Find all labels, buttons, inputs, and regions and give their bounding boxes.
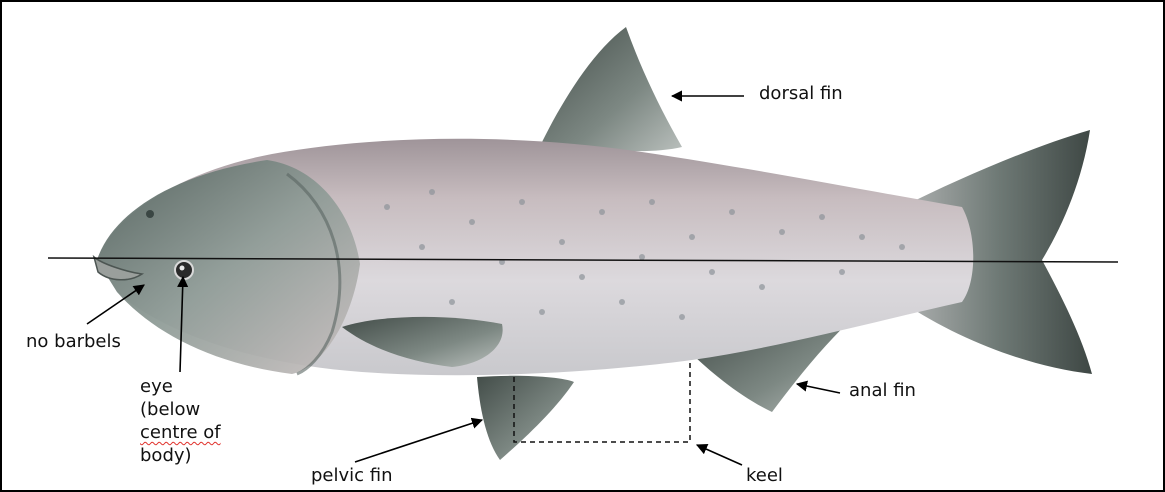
label-anal-fin: anal fin — [849, 379, 916, 402]
dorsal-fin — [542, 27, 682, 151]
keel-arrow — [697, 445, 742, 465]
label-eye-line-4: body) — [140, 444, 221, 467]
label-eye-line-3: centre of — [140, 421, 221, 444]
fish-eye — [175, 261, 193, 279]
label-no-barbels: no barbels — [26, 330, 121, 353]
pelvic-fin-arrow — [355, 420, 482, 462]
label-dorsal-fin: dorsal fin — [759, 82, 843, 105]
pelvic-fin — [477, 376, 574, 460]
label-eye: eye (below centre of body) — [140, 375, 221, 467]
label-eye-line-2: (below — [140, 398, 221, 421]
label-eye-line-1: eye — [140, 375, 221, 398]
nostril — [146, 210, 154, 218]
fish-head — [97, 160, 360, 374]
label-pelvic-fin: pelvic fin — [311, 464, 393, 487]
anal-fin-arrow — [797, 384, 840, 393]
label-keel: keel — [746, 464, 783, 487]
